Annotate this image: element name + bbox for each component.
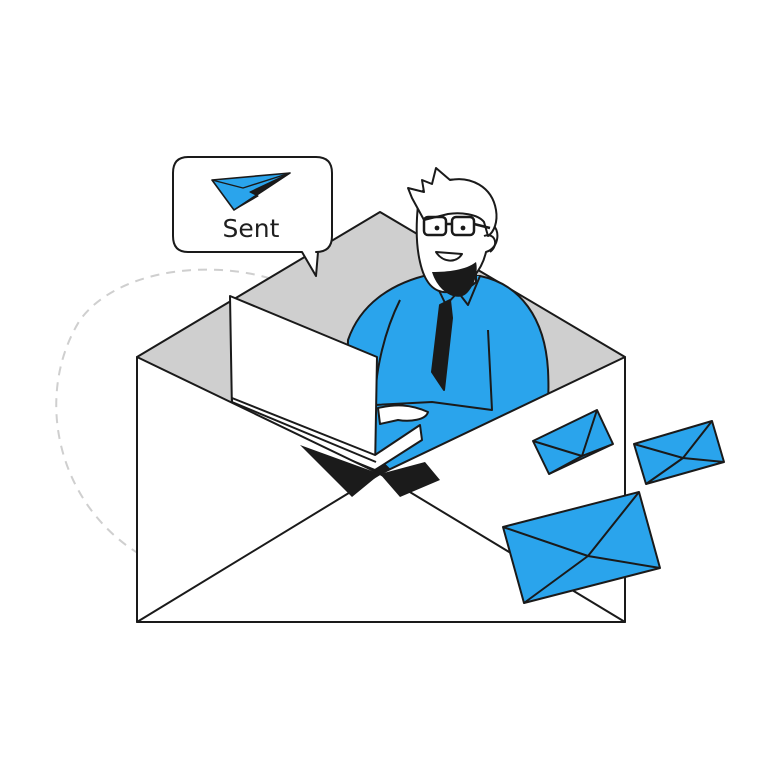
- glasses-icon: [422, 215, 491, 237]
- bubble-shape: [172, 156, 333, 277]
- laptop-hinge: [231, 401, 377, 463]
- arm: [374, 299, 493, 411]
- envelope-large-icon: [502, 491, 661, 604]
- eye-right: [460, 225, 466, 231]
- tie: [431, 299, 453, 391]
- pants-front: [300, 445, 440, 497]
- dashed-orbit: [55, 268, 521, 596]
- mouth: [435, 251, 463, 262]
- bubble-label: Sent: [223, 214, 280, 243]
- beard: [432, 262, 477, 297]
- envelope-small-icon: [532, 409, 614, 475]
- laptop-base: [231, 397, 423, 471]
- hand: [377, 404, 429, 425]
- ear: [483, 234, 497, 253]
- eye-left: [434, 225, 440, 231]
- laptop: [229, 295, 423, 471]
- paper-plane-icon: [211, 172, 291, 211]
- sent-bubble: Sent: [172, 156, 333, 277]
- envelope-small-icon: [633, 420, 725, 485]
- hair: [407, 167, 498, 237]
- envelope-front: [136, 356, 626, 623]
